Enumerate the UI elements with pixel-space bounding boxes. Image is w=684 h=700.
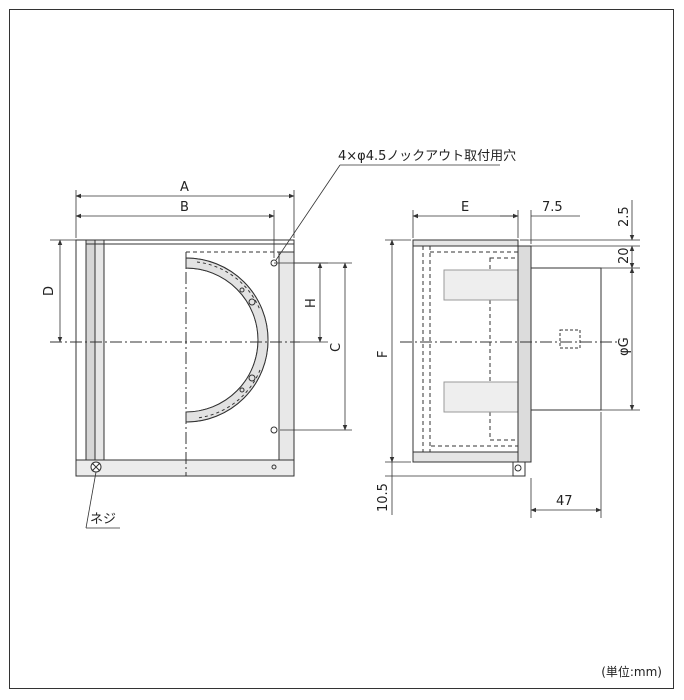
front-bottom-band — [75, 459, 295, 477]
dim-label-2-5: 2.5 — [617, 206, 632, 227]
dim-label-20: 20 — [617, 247, 632, 264]
dim-label-e: E — [461, 200, 469, 215]
dim-label-h: H — [304, 298, 319, 308]
front-left-strip — [85, 239, 96, 461]
dim-label-g: φG — [617, 337, 632, 356]
dim-label-c: C — [329, 343, 344, 352]
side-view — [400, 239, 620, 477]
unit-note: (単位:mm) — [601, 665, 662, 679]
louver-ring — [185, 257, 269, 423]
dim-label-b: B — [180, 200, 189, 215]
dim-label-d: D — [42, 286, 57, 296]
mounting-hole — [271, 464, 277, 470]
duct-pipe — [530, 267, 602, 411]
knockout-label: 4×φ4.5ノックアウト取付用穴 — [338, 149, 516, 164]
dim-label-7-5: 7.5 — [542, 200, 563, 215]
front-left-strip-2 — [94, 239, 105, 461]
dim-label-47: 47 — [556, 494, 573, 509]
side-dimensions — [385, 200, 640, 518]
dim-label-a: A — [180, 180, 189, 195]
mounting-hole — [270, 426, 278, 434]
dim-label-f: F — [376, 351, 391, 358]
screw-label: ネジ — [90, 512, 116, 527]
dim-label-10-5: 10.5 — [376, 483, 391, 512]
front-right-flange — [278, 251, 295, 461]
front-dimensions — [50, 164, 500, 529]
drawing-frame — [9, 9, 674, 689]
front-view — [50, 239, 300, 477]
